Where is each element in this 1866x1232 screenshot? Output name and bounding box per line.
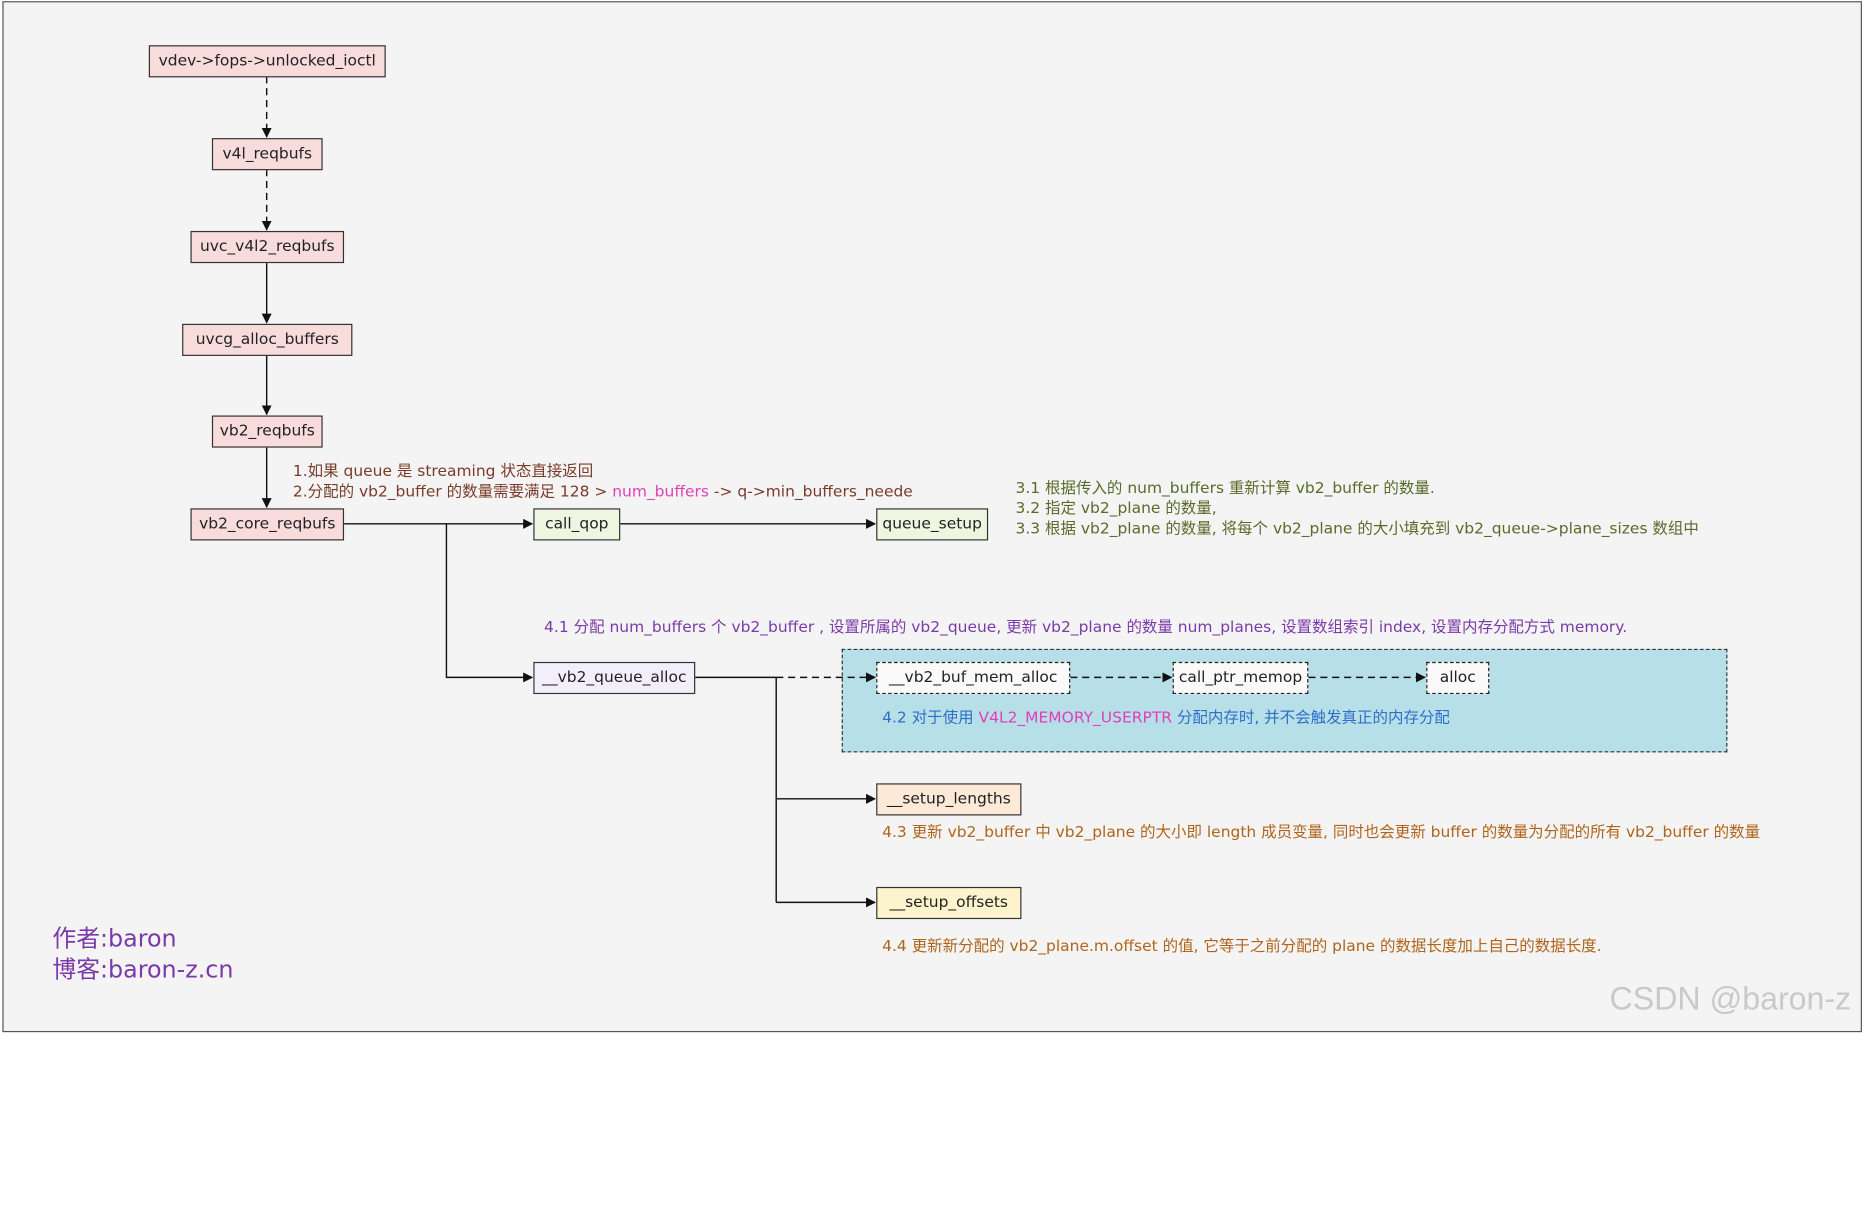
watermark: CSDN @baron-z	[1609, 980, 1852, 1017]
note-4-2-prefix: 4.2 对于使用	[882, 709, 979, 728]
node-call-ptr-memop: call_ptr_memop	[1172, 661, 1309, 695]
note-2: 2.分配的 vb2_buffer 的数量需要满足 128 > num_buffe…	[293, 482, 913, 502]
node-unlocked-ioctl: vdev->fops->unlocked_ioctl	[148, 45, 386, 78]
author-blog: 博客:baron-z.cn	[52, 954, 234, 984]
note-4-4: 4.4 更新新分配的 vb2_plane.m.offset 的值, 它等于之前分…	[882, 938, 1602, 956]
node-setup-offsets: __setup_offsets	[876, 886, 1022, 920]
connector-layer	[261, 76, 1427, 908]
note-1: 1.如果 queue 是 streaming 状态直接返回	[292, 463, 594, 481]
note-3-2: 3.2 指定 vb2_plane 的数量,	[1015, 500, 1217, 518]
node-vb2-queue-alloc: __vb2_queue_alloc	[533, 661, 696, 695]
node-v4l-reqbufs: v4l_reqbufs	[211, 138, 323, 171]
author-block: 作者:baron 博客:baron-z.cn	[52, 923, 233, 985]
note-2-suffix: -> q->min_buffers_neede	[708, 483, 913, 502]
node-uvc-v4l2-reqbufs: uvc_v4l2_reqbufs	[190, 230, 345, 264]
note-4-2-suffix: 分配内存时, 并不会触发真正的内存分配	[1172, 709, 1450, 728]
author-name: 作者:baron	[52, 923, 177, 953]
note-3-1: 3.1 根据传入的 num_buffers 重新计算 vb2_buffer 的数…	[1015, 479, 1435, 498]
node-call-qop: call_qop	[533, 508, 621, 541]
note-4-1: 4.1 分配 num_buffers 个 vb2_buffer , 设置所属的 …	[544, 619, 1628, 637]
edge-core-queuealloc	[445, 523, 534, 683]
node-uvcg-alloc-buffers: uvcg_alloc_buffers	[182, 323, 353, 356]
note-3-3: 3.3 根据 vb2_plane 的数量, 将每个 vb2_plane 的大小填…	[1015, 520, 1699, 539]
note-2-prefix: 2.分配的 vb2_buffer 的数量需要满足 128 >	[292, 483, 613, 502]
node-setup-lengths: __setup_lengths	[876, 783, 1022, 816]
node-vb2-buf-mem-alloc: __vb2_buf_mem_alloc	[876, 661, 1071, 695]
node-vb2-reqbufs: vb2_reqbufs	[211, 415, 323, 448]
note-4-2-highlight: V4L2_MEMORY_USERPTR	[978, 709, 1173, 728]
node-alloc: alloc	[1426, 661, 1490, 695]
note-2-highlight: num_buffers	[612, 483, 709, 502]
node-vb2-core-reqbufs: vb2_core_reqbufs	[190, 508, 345, 541]
note-4-3: 4.3 更新 vb2_buffer 中 vb2_plane 的大小即 lengt…	[882, 823, 1761, 842]
note-4-2: 4.2 对于使用 V4L2_MEMORY_USERPTR 分配内存时, 并不会触…	[882, 708, 1450, 728]
node-queue-setup: queue_setup	[876, 508, 989, 541]
